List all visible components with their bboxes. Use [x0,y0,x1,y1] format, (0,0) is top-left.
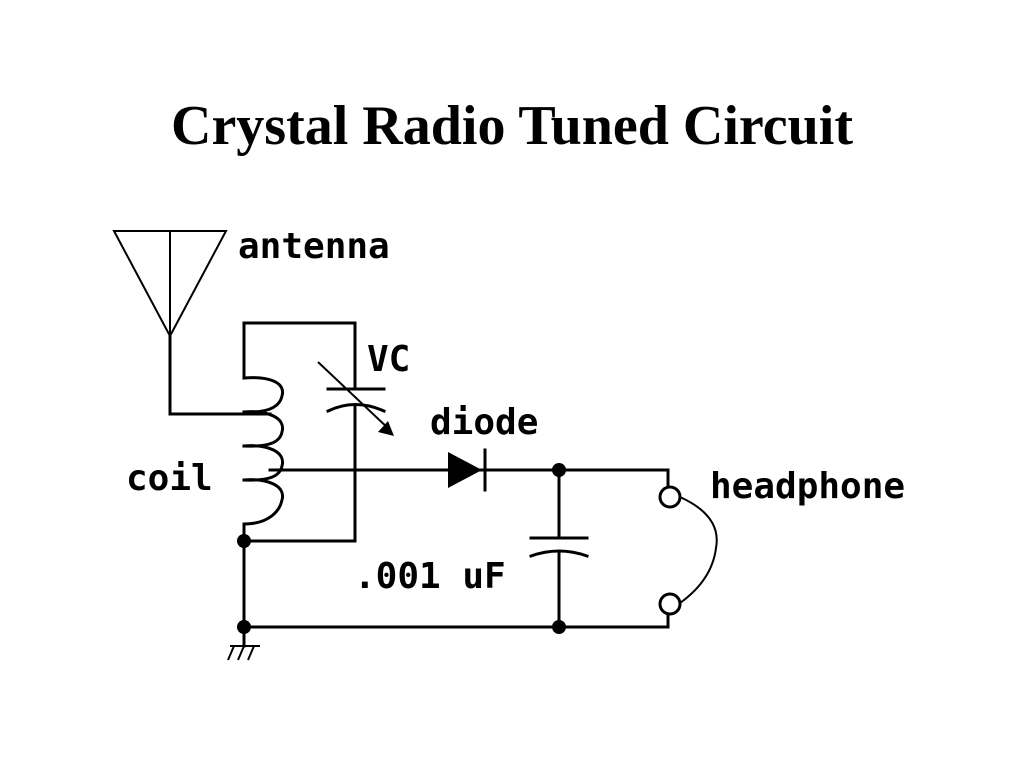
antenna-wire [168,334,272,416]
antenna-symbol [112,230,228,339]
diode-label: diode [430,402,538,443]
junction-dot [552,463,566,477]
junction-dot [237,620,251,634]
diode-symbol [448,448,487,492]
tuning-loop-wire [242,321,357,391]
junction-dot [237,534,251,548]
headphone-label: headphone [710,466,905,507]
vc-label: VC [367,339,410,380]
capacitor-label: .001 uF [354,556,506,597]
capacitor-symbol [529,468,589,629]
ground-icon [227,625,260,661]
antenna-label: antenna [238,226,390,267]
headphone-symbol [658,468,718,629]
page-title: Crystal Radio Tuned Circuit [171,95,853,157]
variable-capacitor-symbol [317,361,394,543]
junction-dot [552,620,566,634]
coil-symbol [242,376,284,542]
coil-label: coil [126,458,213,499]
